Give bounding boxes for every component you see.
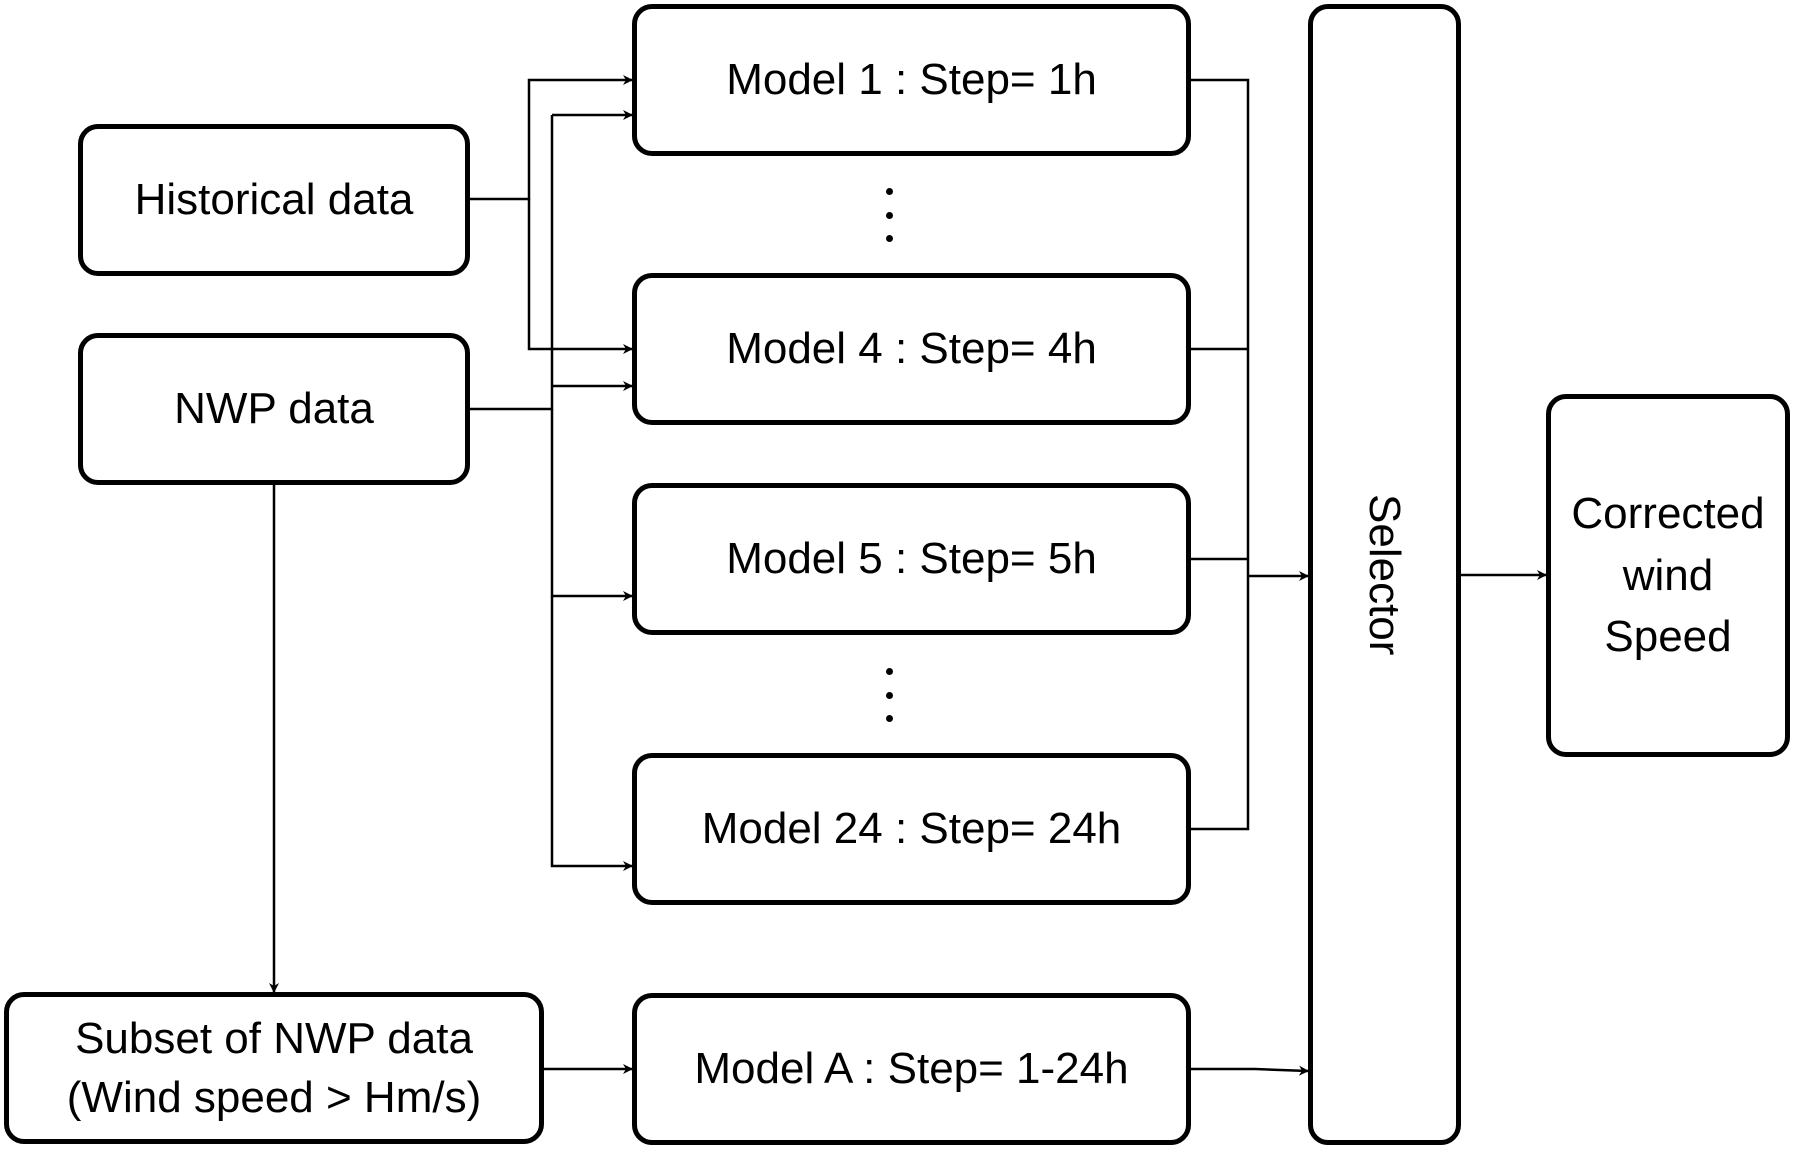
model-24-label: Model 24 : Step= 24h xyxy=(701,804,1122,854)
ellipsis-dot xyxy=(885,235,893,242)
model-4-node: Model 4 : Step= 4h xyxy=(632,273,1191,425)
model-1-label: Model 1 : Step= 1h xyxy=(726,55,1097,105)
modelA-to-selector-arrow xyxy=(1191,1065,1309,1076)
output-label-line1: Corrected xyxy=(1571,489,1765,539)
ellipsis-dot xyxy=(885,668,893,675)
corrected-wind-speed-node: Corrected wind Speed xyxy=(1546,394,1790,757)
nwp-data-node: NWP data xyxy=(78,333,470,485)
model-1-node: Model 1 : Step= 1h xyxy=(632,4,1191,156)
ellipsis-lower xyxy=(884,668,894,722)
ellipsis-upper xyxy=(884,188,894,242)
subset-label-line1: Subset of NWP data xyxy=(75,1013,473,1063)
selector-label: Selector xyxy=(1360,493,1410,656)
historical-to-model1-arrow xyxy=(470,75,633,201)
model-5-node: Model 5 : Step= 5h xyxy=(632,483,1191,635)
historical-to-model4-arrow xyxy=(527,199,633,354)
model-4-label: Model 4 : Step= 4h xyxy=(726,324,1097,374)
ellipsis-dot xyxy=(885,691,893,699)
model-a-label: Model A : Step= 1-24h xyxy=(694,1044,1129,1094)
nwp-to-model5-arrow xyxy=(550,409,633,601)
ellipsis-dot xyxy=(885,211,893,219)
nwp-data-label: NWP data xyxy=(174,384,374,434)
model-5-label: Model 5 : Step= 5h xyxy=(726,534,1097,584)
ellipsis-dot xyxy=(885,188,893,195)
subset-label-line2: (Wind speed > Hm/s) xyxy=(66,1073,482,1122)
nwp-to-model24-arrow xyxy=(550,596,633,871)
output-label-line3: Speed xyxy=(1604,612,1732,662)
historical-data-label: Historical data xyxy=(134,175,414,225)
ellipsis-dot xyxy=(885,715,893,722)
model-24-node: Model 24 : Step= 24h xyxy=(632,753,1191,905)
nwp-bus-line xyxy=(470,115,554,411)
subset-nwp-data-node: Subset of NWP data (Wind speed > Hm/s) xyxy=(4,992,544,1144)
historical-data-node: Historical data xyxy=(78,124,470,276)
output-label-line2: wind xyxy=(1622,550,1714,600)
model1-to-bus xyxy=(1191,78,1250,831)
model-a-node: Model A : Step= 1-24h xyxy=(632,993,1191,1145)
selector-node: Selector xyxy=(1308,4,1461,1145)
